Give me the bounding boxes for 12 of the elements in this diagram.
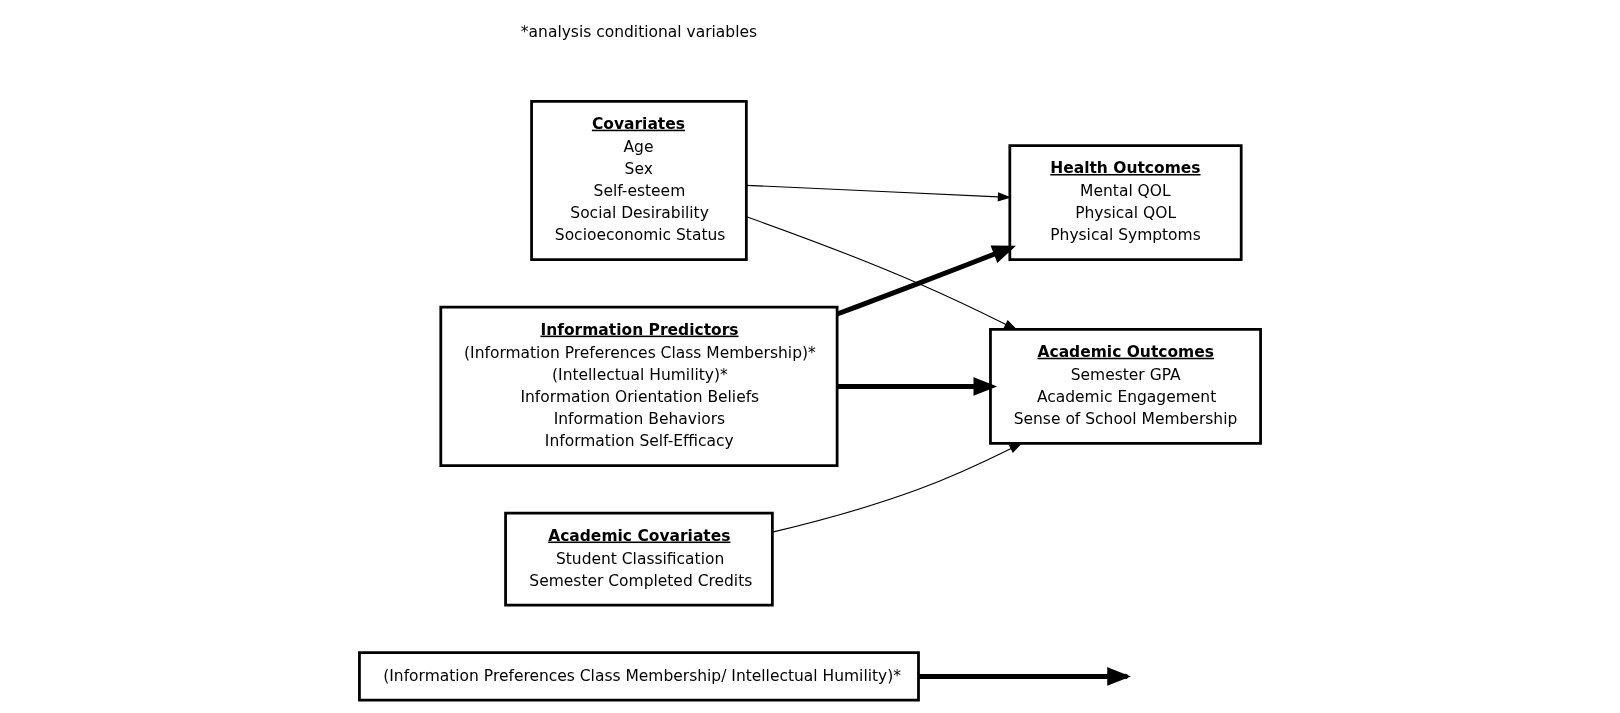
label: *analysis conditional variables <box>520 23 758 42</box>
arrow <box>746 216 1018 331</box>
node-box: (Information Preferences Class Membership/ Intellectual Humility)* <box>358 651 920 702</box>
node-box: Academic Outcomes Semester GPA Academic Engagement Sense of School Membership <box>989 328 1262 445</box>
arrow <box>771 442 1023 533</box>
node-box: Academic Covariates Student Classification Semester Completed Credits <box>504 511 774 607</box>
node-box: Covariates Age Sex Self-esteem Social Desirability Socioeconomic Status <box>530 99 748 261</box>
arrow <box>837 377 998 396</box>
arrow <box>745 184 1012 202</box>
node-box: Information Predictors (Information Preferences Class Membership)* (Intellectual Humility)* Information Orientation Beliefs Information Behaviors Information Self-Efficacy <box>439 305 839 467</box>
node-box: Health Outcomes Mental QOL Physical QOL Physical Symptoms <box>1008 144 1243 261</box>
arrow <box>836 245 1016 317</box>
